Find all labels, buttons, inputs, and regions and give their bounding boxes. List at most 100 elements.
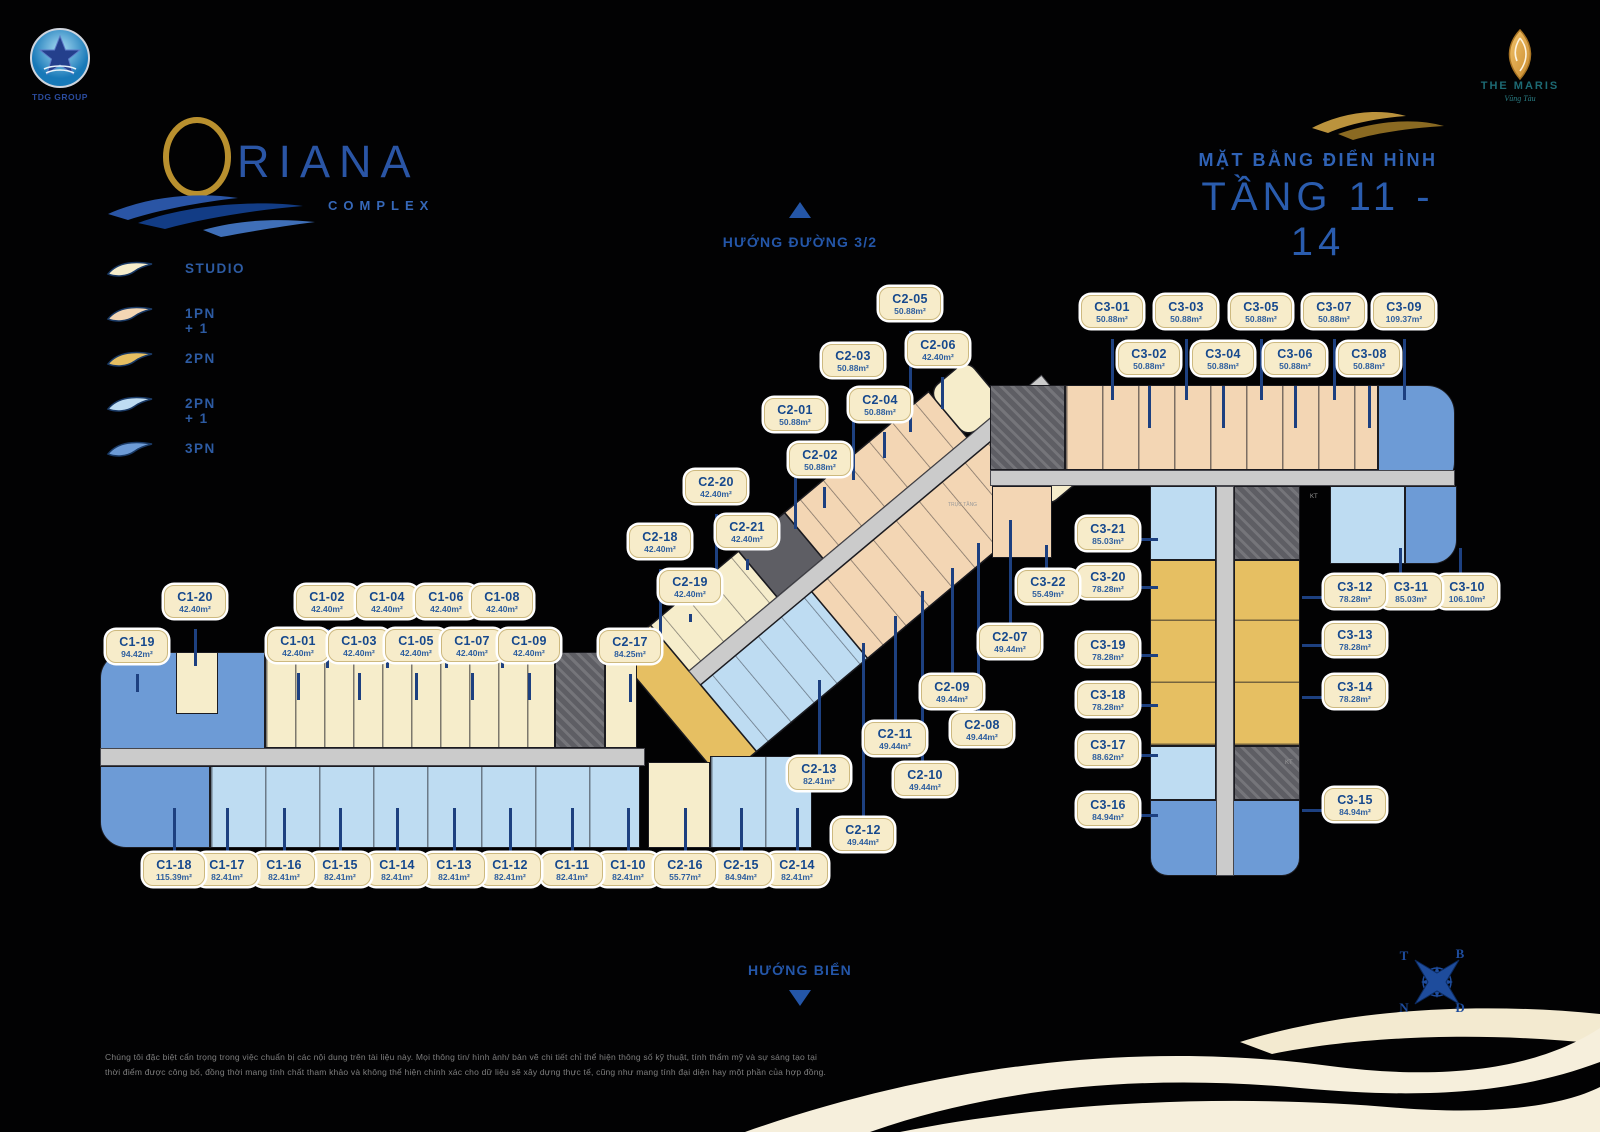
sea-arrow-icon	[789, 990, 811, 1006]
unit-area: 50.88m²	[1096, 314, 1128, 324]
unit-area: 50.88m²	[1353, 361, 1385, 371]
unit-id: C2-15	[723, 858, 759, 872]
unit-area: 42.40m²	[400, 648, 432, 658]
unit-id: C1-18	[156, 858, 192, 872]
unit-area: 50.88m²	[779, 417, 811, 427]
unit-id: C3-19	[1090, 638, 1126, 652]
oriana-o-icon	[163, 117, 231, 197]
leader-line-c3-07	[1332, 339, 1336, 400]
unit-id: C3-12	[1337, 580, 1373, 594]
plan-c3-21-unit	[1150, 486, 1216, 560]
unit-area: 106.10m²	[1448, 594, 1486, 604]
unit-area: 42.40m²	[513, 648, 545, 658]
leader-line-c2-01	[793, 442, 797, 529]
plan-c1-studio-end	[605, 652, 637, 748]
leader-line-c3-04	[1221, 386, 1225, 428]
unit-area: 49.44m²	[966, 732, 998, 742]
leader-line-c2-16	[683, 808, 687, 853]
leader-line-c3-05	[1259, 339, 1263, 400]
leader-line-c1-15	[338, 808, 342, 853]
unit-id: C3-06	[1277, 347, 1313, 361]
leader-line-c1-05	[414, 673, 418, 700]
plan-note-kt-1: KT	[1310, 494, 1318, 500]
unit-id: C1-07	[454, 634, 490, 648]
leader-line-c1-13	[452, 808, 456, 853]
unit-area: 82.41m²	[324, 872, 356, 882]
legend-swatch-2pn1	[106, 396, 153, 412]
plan-c3-core-mid	[1234, 486, 1300, 560]
unit-id: C3-08	[1351, 347, 1387, 361]
unit-area: 84.94m²	[1339, 807, 1371, 817]
unit-id: C2-16	[667, 858, 703, 872]
leader-line-c1-09	[527, 673, 531, 700]
unit-id: C3-10	[1449, 580, 1485, 594]
leader-line-c2-06	[940, 377, 944, 409]
leader-line-c1-01	[296, 673, 300, 700]
